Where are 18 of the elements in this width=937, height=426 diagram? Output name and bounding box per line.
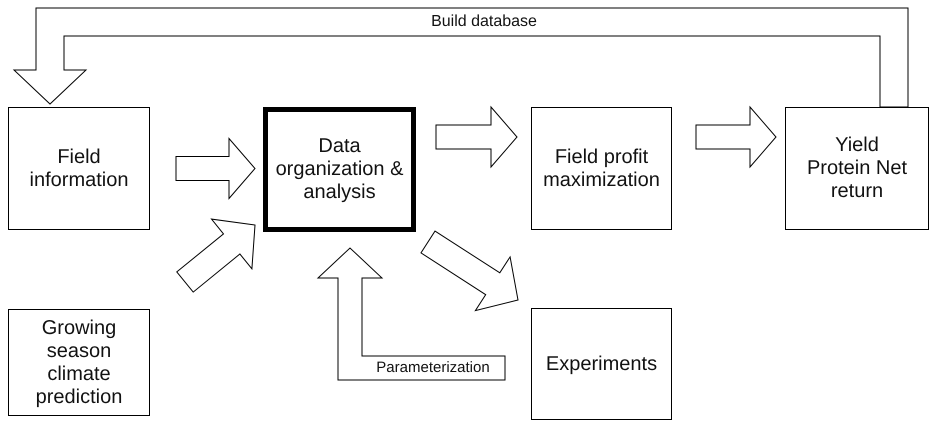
process-box: [531, 308, 672, 420]
highlighted-process-box: [263, 107, 416, 232]
process-box: [785, 107, 929, 230]
process-box: [8, 309, 150, 416]
block-arrow: [12, 8, 908, 108]
node-text: Yield Protein Net return: [806, 134, 908, 203]
block-arrow: [696, 106, 777, 168]
block-arrow: [176, 137, 256, 200]
block-arrow: [436, 106, 518, 168]
node-text: Field profit maximization: [542, 146, 661, 192]
block-arrow: [176, 218, 256, 293]
node-text: Experiments: [546, 352, 658, 376]
process-box: [531, 107, 672, 230]
node-text: Growing season climate prediction: [34, 316, 124, 408]
node-text: Data organization & analysis: [274, 135, 404, 204]
process-box: [8, 107, 150, 230]
block-arrow: [420, 230, 519, 312]
node-text: Field information: [28, 146, 130, 192]
